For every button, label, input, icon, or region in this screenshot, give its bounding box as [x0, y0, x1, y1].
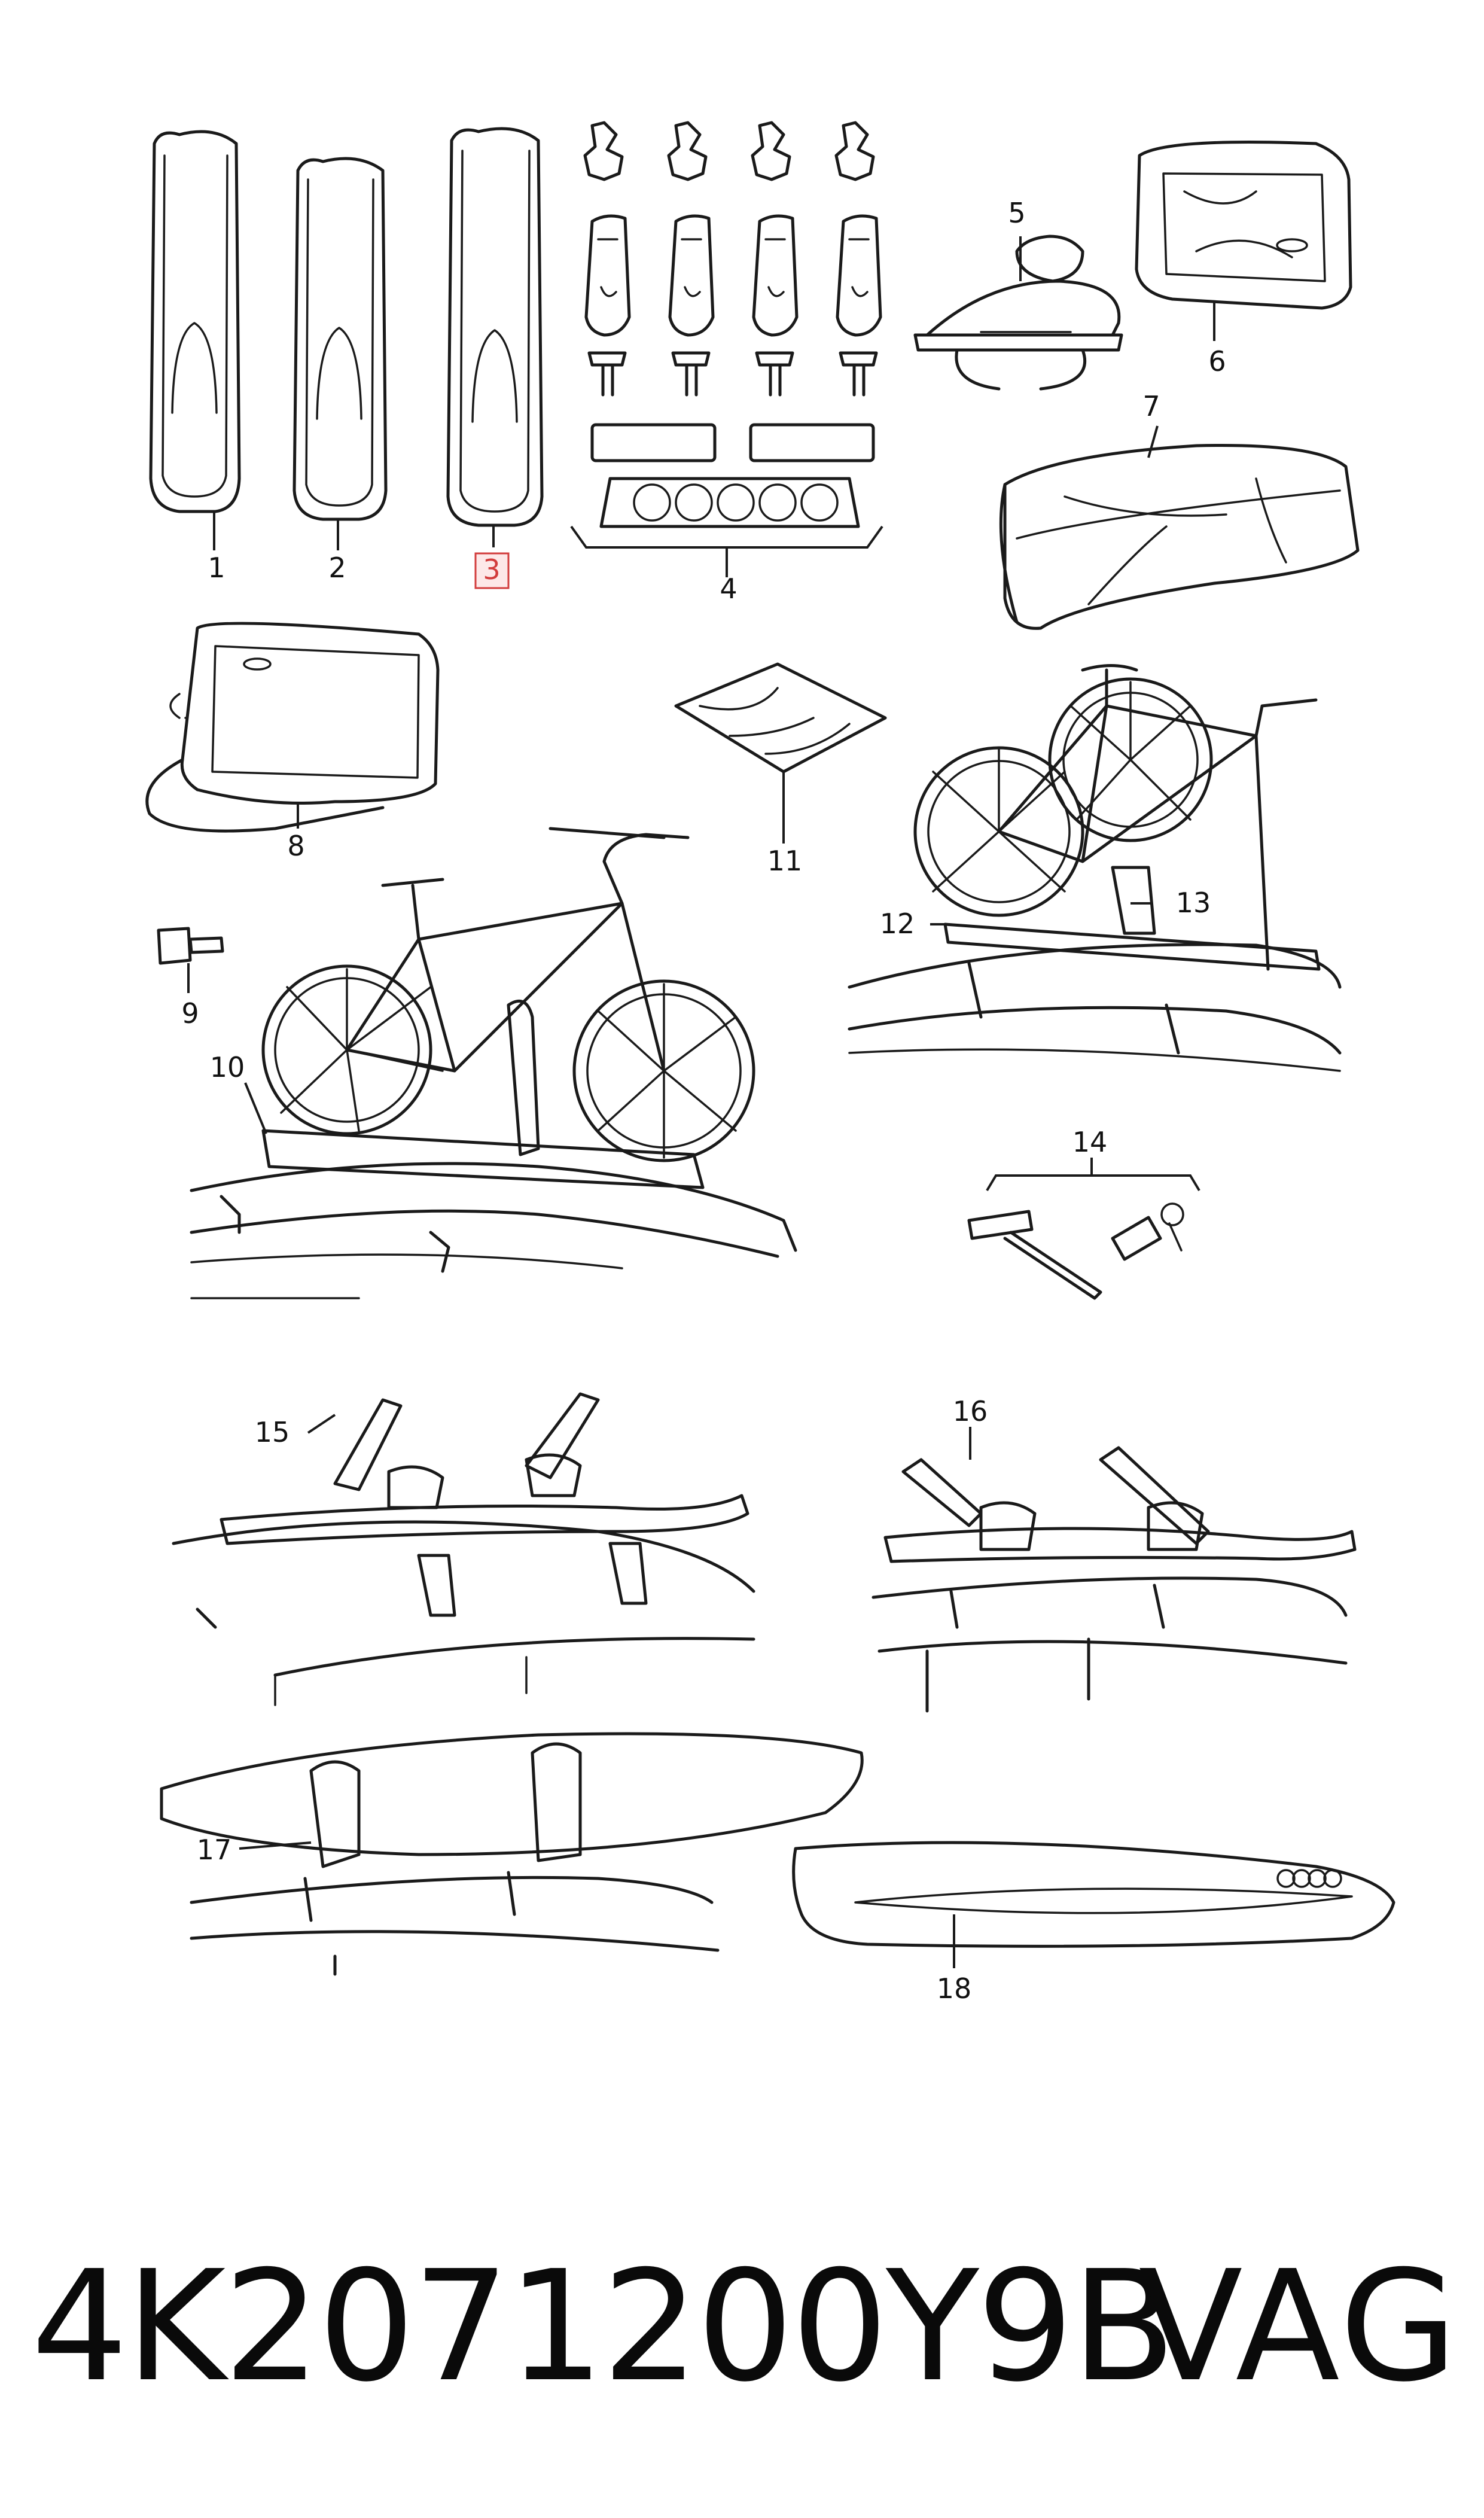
clamp-1: [583, 121, 631, 397]
roof-box-cover-3: [446, 127, 544, 527]
part-number: 4K2071200Y9B: [31, 2238, 1176, 2416]
brand-label: VAG: [1138, 2238, 1460, 2416]
kayak-carrier-17: [160, 1732, 864, 1976]
clamp-4: [834, 121, 882, 397]
suction-mount-5: [913, 235, 1123, 391]
leader-lines: [187, 236, 1215, 1968]
callout-4: 4: [720, 573, 737, 605]
callout-18: 18: [937, 1972, 972, 2005]
callout-3-highlight: [474, 552, 510, 589]
callout-8: 8: [287, 830, 304, 862]
ski-carrier-16: [871, 1446, 1357, 1713]
part-footer: 4K2071200Y9B VAG: [24, 2237, 1460, 2417]
small-bag-11: [674, 662, 887, 774]
callout-13: 13: [1176, 887, 1211, 919]
bike-carrier-10: [184, 717, 755, 1189]
snowboard-carrier-15: [172, 1392, 755, 1706]
callout-17: 17: [197, 1834, 232, 1866]
callout-2: 2: [328, 552, 346, 584]
car-roof-10: [190, 1162, 797, 1299]
roof-box-cover-2: [292, 157, 388, 521]
clamp-3: [751, 121, 799, 397]
callout-12: 12: [880, 908, 915, 940]
roof-box-cover-1: [149, 130, 241, 513]
fitting-kit-4: [570, 121, 883, 577]
key-9: [157, 927, 224, 965]
roof-box-18: [792, 1841, 1395, 1948]
callout-labels: 1 2 3 4 5 6 7 8 9 10 11 12 13 14 15 16 1…: [181, 197, 1226, 2005]
flat-bag-8: [145, 622, 440, 833]
callout-9: 9: [181, 997, 199, 1030]
callout-15: 15: [255, 1416, 290, 1448]
pad-strips: [590, 423, 875, 528]
callout-14: 14: [1072, 1126, 1108, 1158]
callout-6: 6: [1208, 345, 1226, 377]
tool-keys-14: [967, 1158, 1200, 1300]
storage-bag-6: [1135, 141, 1352, 310]
callout-10: 10: [210, 1051, 245, 1083]
callout-11: 11: [767, 845, 803, 877]
bike-carrier-12-13: [848, 664, 1342, 1072]
callout-7: 7: [1142, 390, 1160, 422]
callout-5: 5: [1008, 197, 1025, 229]
callout-1: 1: [208, 552, 225, 584]
roll-bag-7: [999, 443, 1360, 630]
callout-16: 16: [953, 1395, 988, 1427]
clamp-2: [667, 121, 715, 397]
callout-3: 3: [483, 553, 500, 586]
